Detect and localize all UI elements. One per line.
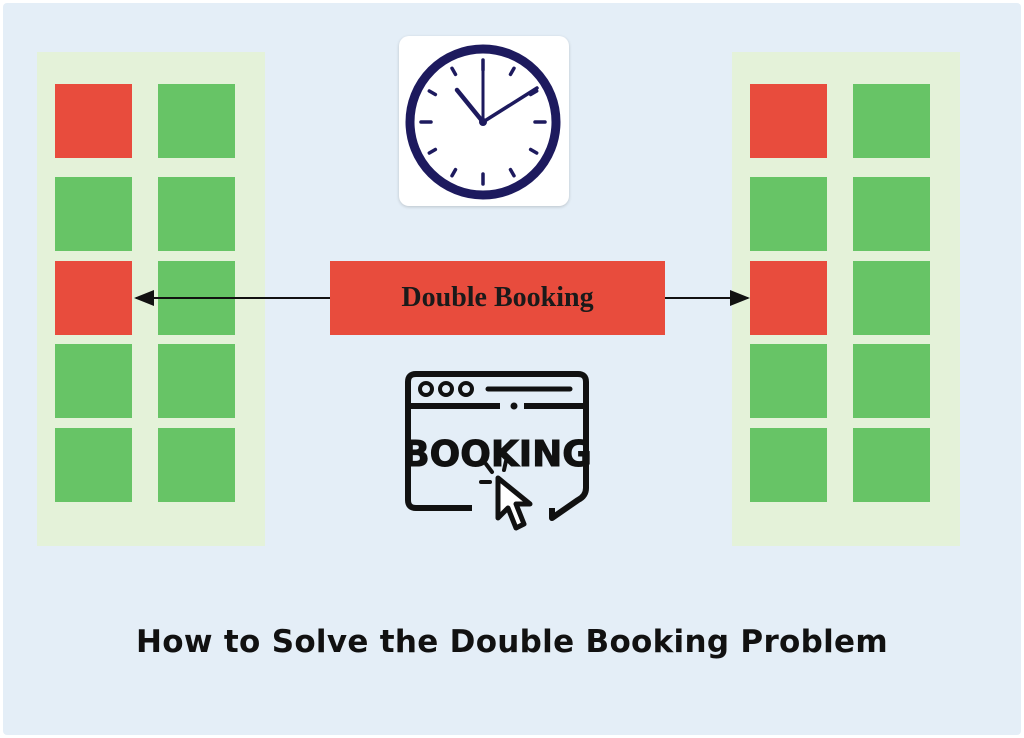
free-slot	[750, 344, 827, 418]
free-slot	[55, 428, 132, 502]
free-slot	[750, 177, 827, 251]
clock-icon	[405, 44, 561, 200]
double-booking-label: Double Booking	[330, 261, 665, 335]
clock-tick	[508, 167, 516, 178]
booking-web-icon: BOOKING	[402, 371, 592, 531]
clock-tick	[450, 66, 458, 77]
booked-slot	[750, 261, 827, 335]
caption-title: How to Solve the Double Booking Problem	[136, 624, 888, 660]
free-slot	[853, 177, 930, 251]
free-slot	[853, 84, 930, 158]
free-slot	[55, 344, 132, 418]
free-slot	[158, 84, 235, 158]
booked-slot	[55, 84, 132, 158]
clock-tick	[427, 89, 438, 97]
clock-center	[479, 118, 487, 126]
free-slot	[853, 344, 930, 418]
free-slot	[158, 177, 235, 251]
right-calendar	[732, 52, 960, 546]
clock-tick	[450, 167, 458, 178]
booked-slot	[55, 261, 132, 335]
booking-icon-text: BOOKING	[402, 434, 592, 475]
double-booking-text: Double Booking	[401, 282, 594, 313]
clock-tick	[528, 147, 539, 155]
cursor-icon	[479, 459, 533, 531]
booked-slot	[750, 84, 827, 158]
hour-hand	[454, 87, 486, 125]
free-slot	[853, 261, 930, 335]
clock-tick	[427, 147, 438, 155]
minute-hand	[481, 86, 539, 124]
free-slot	[55, 177, 132, 251]
free-slot	[853, 428, 930, 502]
free-slot	[750, 428, 827, 502]
free-slot	[158, 344, 235, 418]
clock-tick	[508, 66, 516, 77]
free-slot	[158, 428, 235, 502]
clock-tick	[528, 89, 539, 97]
clock-card	[399, 36, 569, 206]
